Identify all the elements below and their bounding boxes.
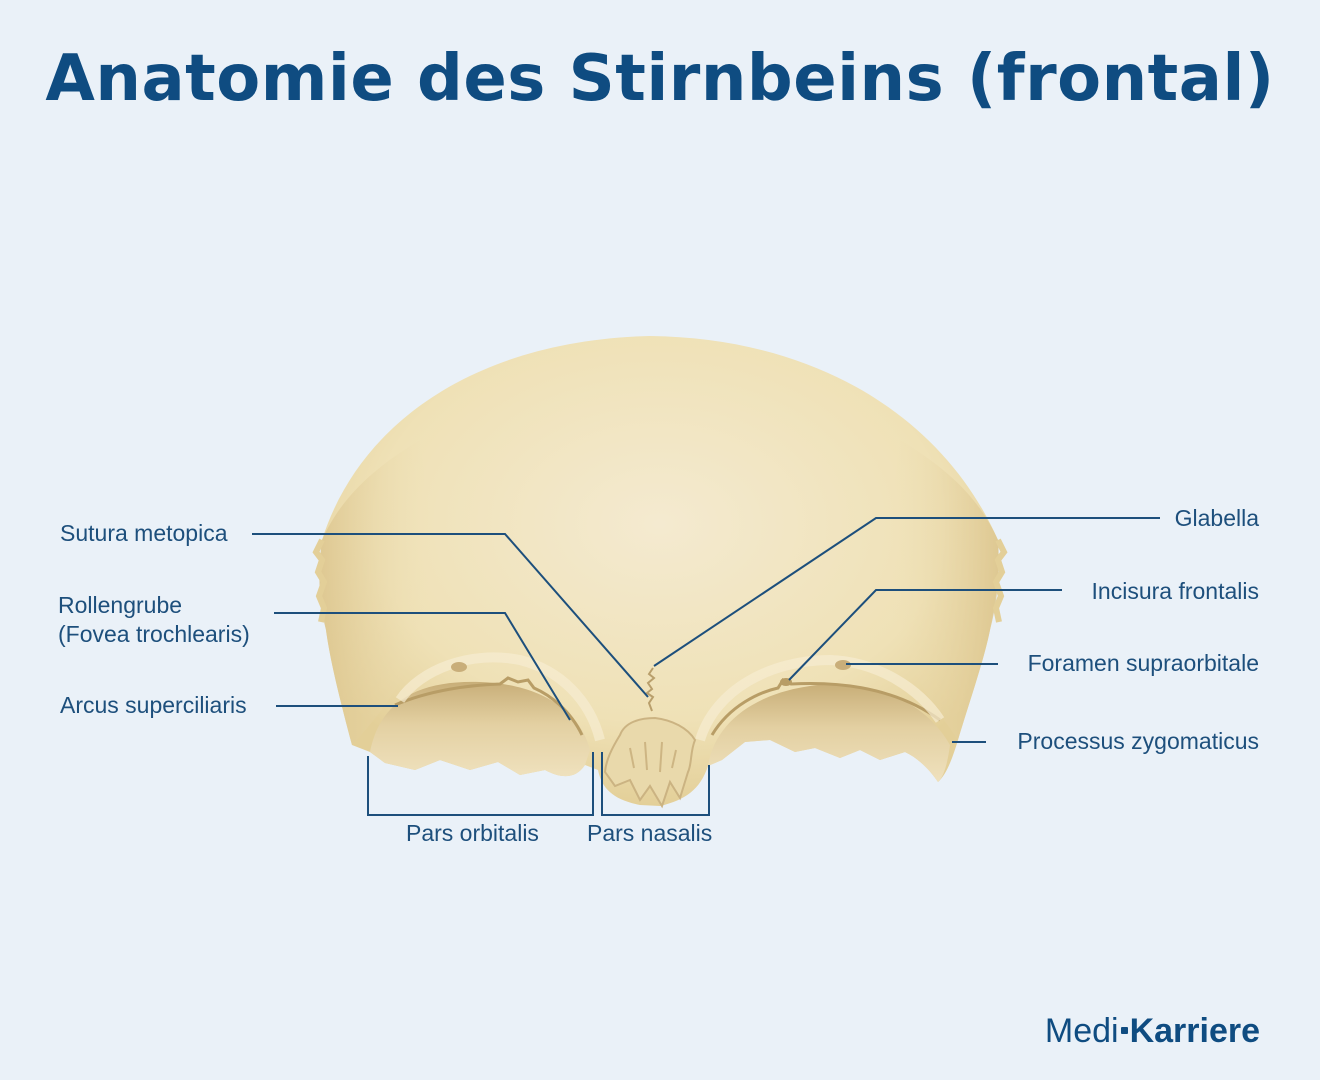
- leader-sutura-metopica: [252, 533, 649, 698]
- left-orbit: [370, 681, 590, 777]
- logo-dot: [1120, 1026, 1128, 1034]
- left-foramen: [451, 662, 467, 672]
- label-pars-orbitalis: Pars orbitalis: [406, 820, 539, 846]
- label-rollengrube-line1: Rollengrube: [58, 592, 183, 618]
- bracket-pars-nasalis: [601, 752, 710, 816]
- right-orbit: [708, 684, 950, 782]
- logo-part1: Medi: [1044, 1012, 1119, 1050]
- label-incisura-frontalis: Incisura frontalis: [1091, 578, 1259, 604]
- leader-rollengrube: [274, 612, 571, 721]
- label-sutura-metopica: Sutura metopica: [60, 520, 228, 546]
- page-title: Anatomie des Stirnbeins (frontal): [45, 42, 1275, 116]
- label-glabella: Glabella: [1174, 505, 1259, 531]
- label-rollengrube-line2: (Fovea trochlearis): [58, 621, 250, 647]
- leader-glabella: [653, 517, 1160, 667]
- label-arcus-superciliaris: Arcus superciliaris: [60, 692, 247, 718]
- bracket-pars-orbitalis: [367, 752, 594, 816]
- label-pars-nasalis: Pars nasalis: [587, 820, 713, 846]
- label-rollengrube: Rollengrube (Fovea trochlearis): [58, 591, 250, 649]
- metopic-suture: [645, 667, 656, 712]
- brand-logo: Medi Karriere: [1045, 1012, 1260, 1051]
- logo-part2: Karriere: [1129, 1012, 1260, 1050]
- leader-incisura: [788, 589, 1062, 681]
- label-processus-zygomaticus: Processus zygomaticus: [1017, 728, 1259, 754]
- nasal-part: [603, 716, 697, 809]
- right-foramen: [835, 660, 851, 670]
- label-foramen-supraorbitale: Foramen supraorbitale: [1027, 650, 1259, 676]
